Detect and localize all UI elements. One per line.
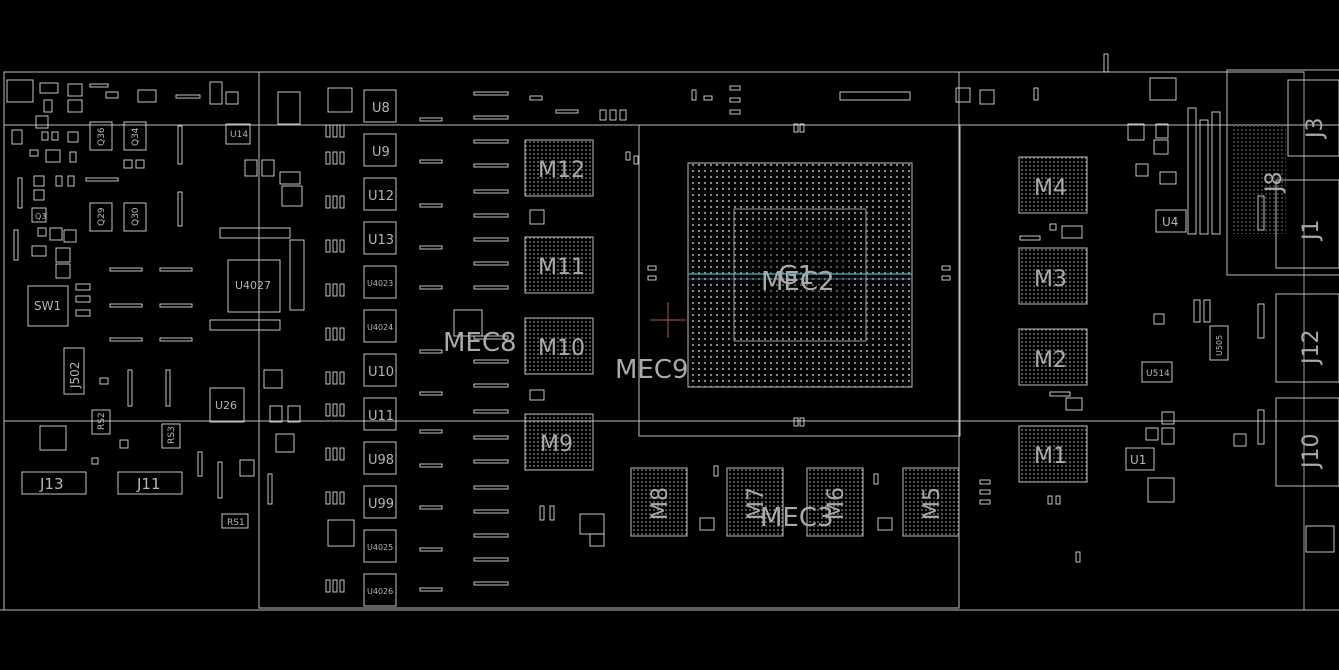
label-m12: M12 bbox=[538, 158, 585, 183]
label-mec2: MEC2 bbox=[761, 267, 835, 297]
label-m4: M4 bbox=[1034, 176, 1067, 201]
label-q3: Q3 bbox=[35, 212, 46, 221]
label-j3: J3 bbox=[1303, 118, 1328, 141]
label-q29: Q29 bbox=[97, 207, 107, 226]
label-rs1: RS1 bbox=[227, 518, 245, 528]
label-m6: M6 bbox=[824, 487, 849, 520]
label-u10: U10 bbox=[368, 365, 394, 380]
label-m8: M8 bbox=[648, 487, 673, 520]
label-u4027: U4027 bbox=[235, 279, 271, 292]
label-u1: U1 bbox=[1130, 453, 1146, 467]
label-u11: U11 bbox=[368, 409, 394, 424]
memory-chips bbox=[524, 139, 1088, 537]
label-u4025: U4025 bbox=[367, 543, 393, 552]
label-u514: U514 bbox=[1146, 369, 1170, 379]
label-u8: U8 bbox=[372, 101, 390, 116]
label-mec8: MEC8 bbox=[443, 328, 517, 358]
label-j1: J1 bbox=[1299, 220, 1324, 243]
label-j502: J502 bbox=[68, 362, 82, 389]
label-m11: M11 bbox=[538, 255, 585, 280]
label-u14: U14 bbox=[230, 130, 248, 140]
label-m9: M9 bbox=[540, 432, 573, 457]
vrm-caps-left bbox=[325, 124, 345, 593]
label-gpu: G1 bbox=[778, 261, 815, 291]
label-u9: U9 bbox=[372, 145, 390, 160]
label-m1: M1 bbox=[1034, 444, 1067, 469]
label-u13: U13 bbox=[368, 233, 394, 248]
label-q30: Q30 bbox=[131, 207, 141, 226]
label-u99: U99 bbox=[368, 497, 394, 512]
label-sw1: SW1 bbox=[34, 299, 61, 313]
label-mec3: MEC3 bbox=[760, 503, 834, 533]
label-m5: M5 bbox=[920, 487, 945, 520]
reference-labels: MEC8 MEC9 G1 MEC2 MEC3 M12 M11 M10 M9 M4… bbox=[34, 101, 1328, 596]
label-q34: Q34 bbox=[131, 127, 141, 146]
label-j8: J8 bbox=[1262, 172, 1287, 195]
label-u4: U4 bbox=[1162, 215, 1178, 229]
label-j10: J10 bbox=[1299, 434, 1324, 470]
label-m7: M7 bbox=[744, 487, 769, 520]
label-q36: Q36 bbox=[97, 127, 107, 146]
label-u98: U98 bbox=[368, 453, 394, 468]
vrm-mosfet-column bbox=[363, 89, 397, 607]
board-outline bbox=[0, 71, 1339, 611]
connectors bbox=[1226, 69, 1339, 487]
label-rs2: RS2 bbox=[97, 412, 107, 430]
label-u26: U26 bbox=[215, 399, 237, 412]
label-u4026: U4026 bbox=[367, 587, 393, 596]
gpu-passives bbox=[529, 53, 1109, 547]
controller-area bbox=[209, 81, 483, 547]
gpu-bga bbox=[687, 162, 913, 388]
label-m2: M2 bbox=[1034, 348, 1067, 373]
label-mec9: MEC9 bbox=[615, 355, 689, 385]
label-j11: J11 bbox=[136, 475, 161, 493]
label-j12: J12 bbox=[1299, 330, 1324, 366]
label-u4023: U4023 bbox=[367, 279, 393, 288]
label-j13: J13 bbox=[39, 475, 64, 493]
origin-marker bbox=[650, 302, 686, 338]
vrm-inductors bbox=[419, 91, 509, 592]
left-section-components bbox=[6, 79, 249, 529]
right-area-components bbox=[1019, 77, 1335, 563]
label-m10: M10 bbox=[538, 336, 585, 361]
label-u505: U505 bbox=[1215, 335, 1224, 356]
label-u4024: U4024 bbox=[367, 323, 393, 332]
label-u12: U12 bbox=[368, 189, 394, 204]
label-m3: M3 bbox=[1034, 267, 1067, 292]
label-rs3: RS3 bbox=[167, 426, 177, 444]
